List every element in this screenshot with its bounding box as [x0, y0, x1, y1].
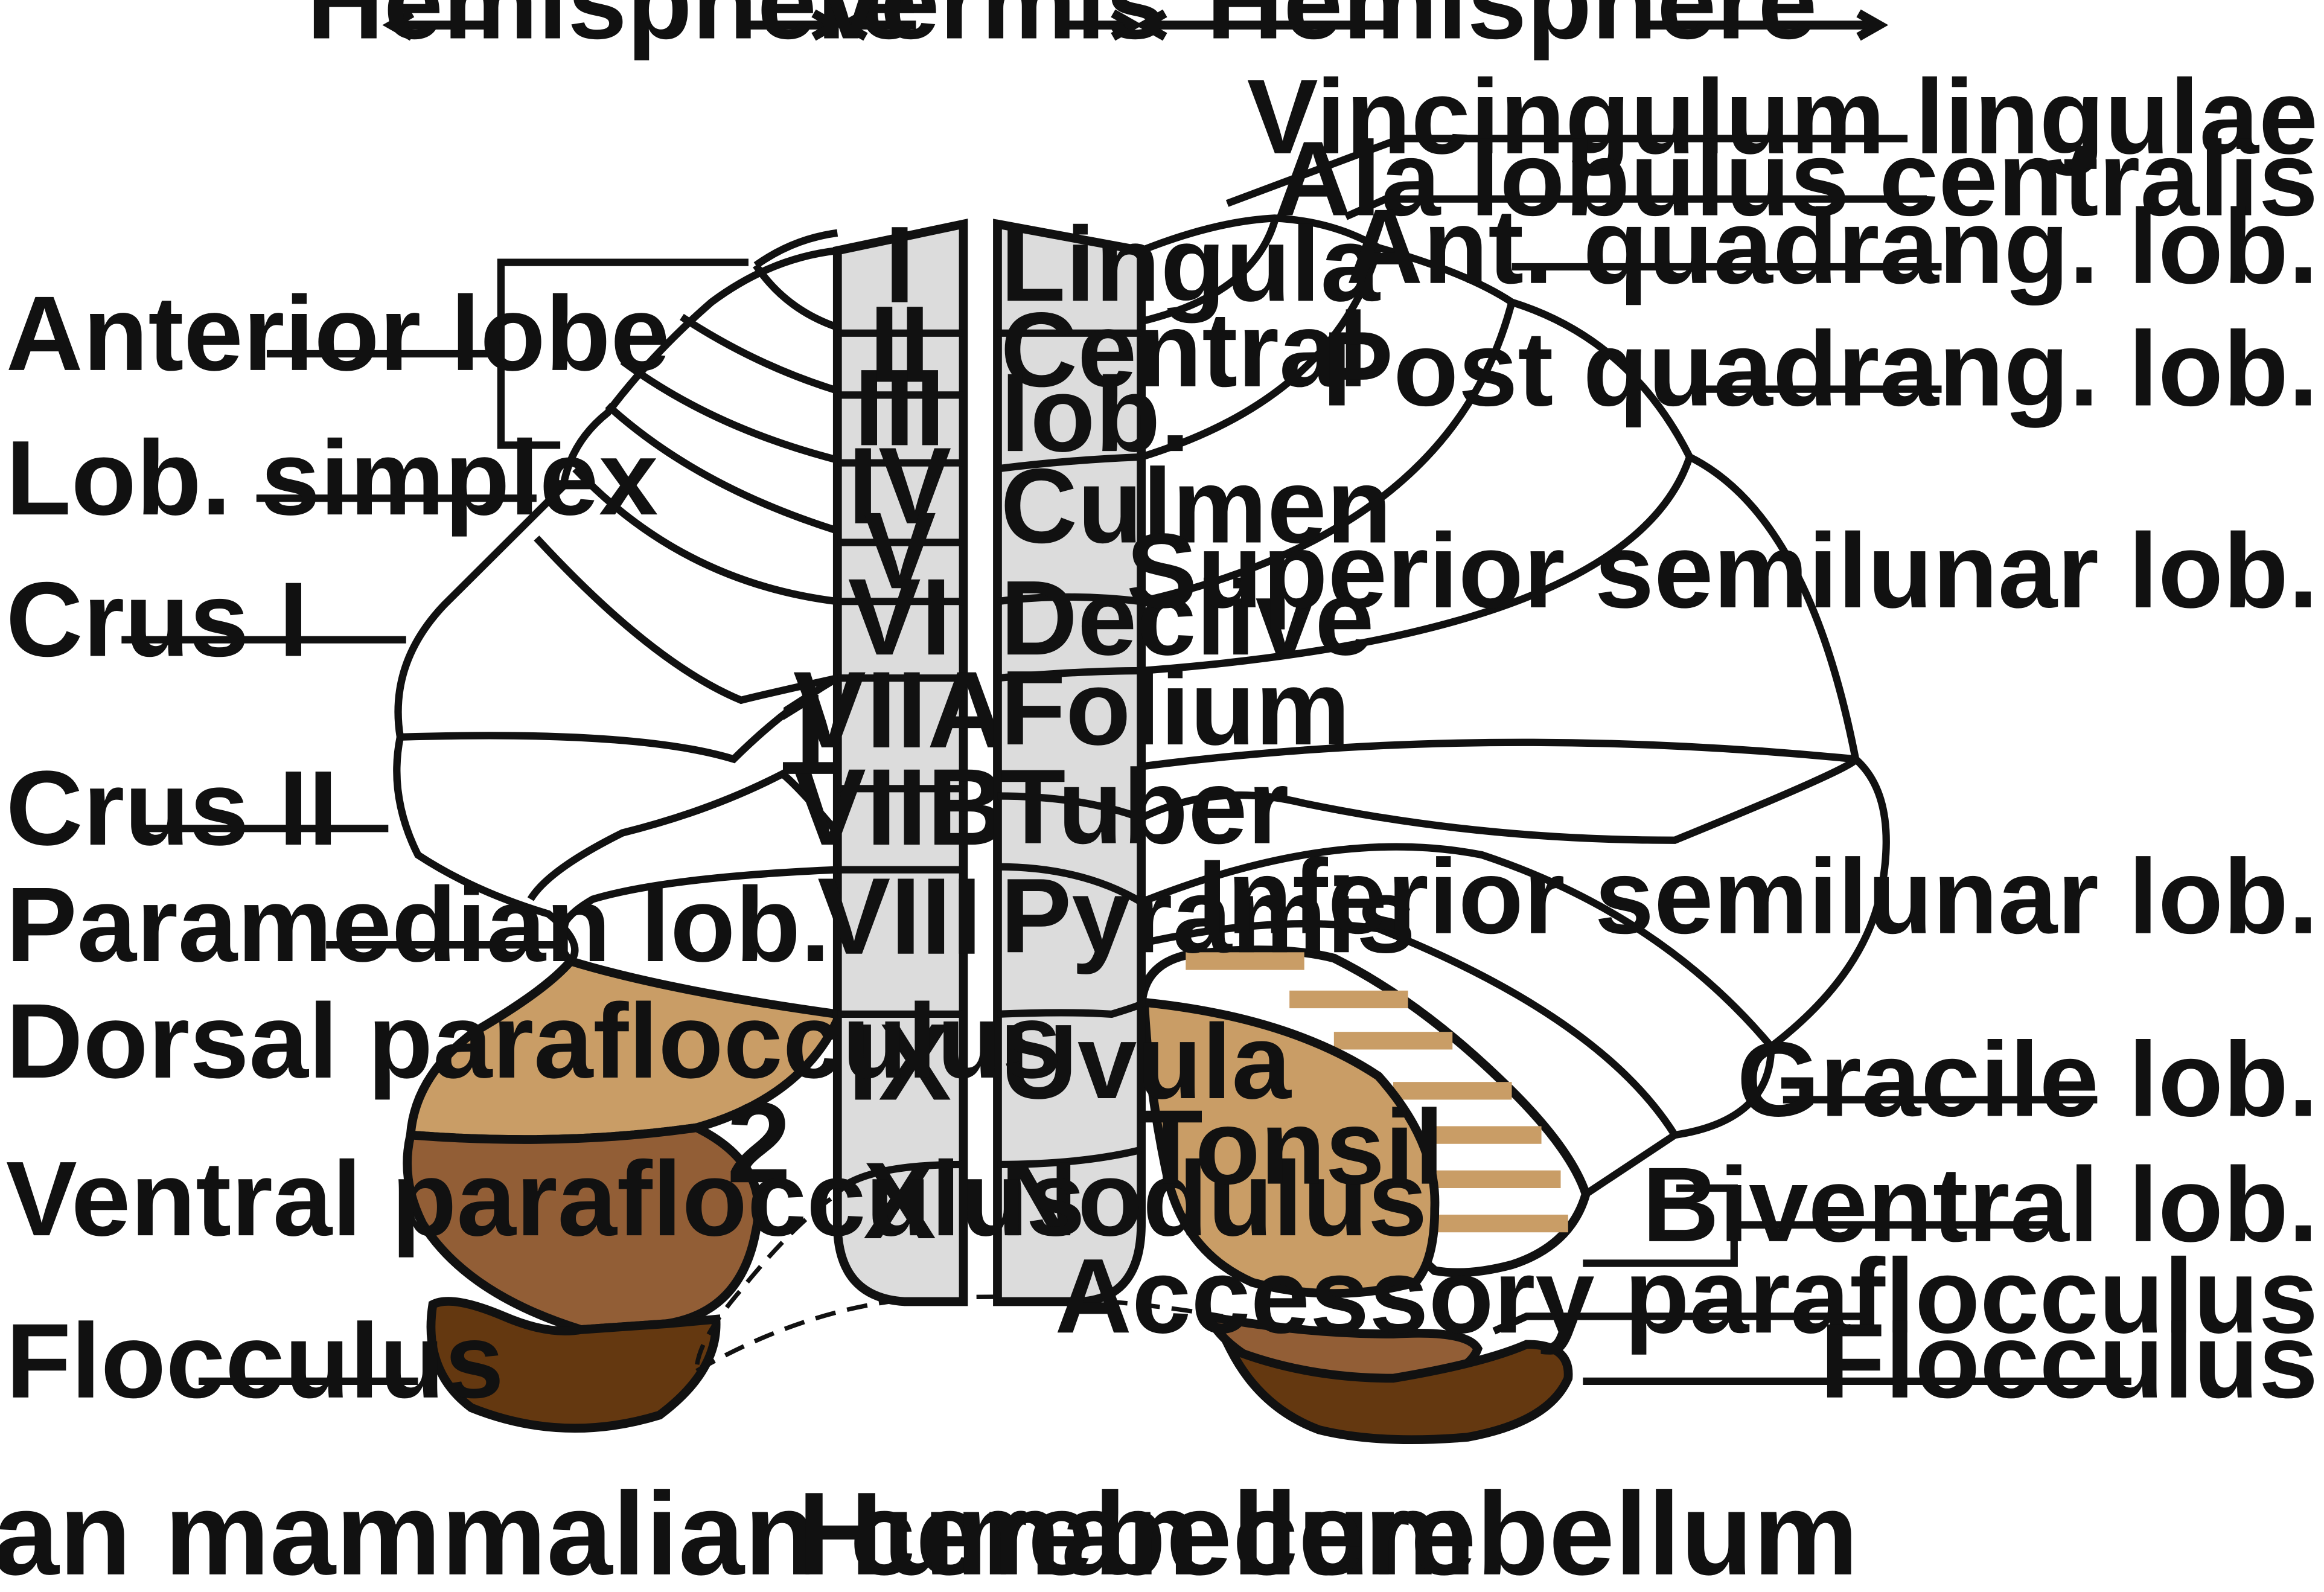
vermis-declive: Declive: [1000, 559, 1374, 677]
label-ventral-paraflocculus: Ventral paraflocculus: [6, 1140, 1085, 1258]
right-hemisphere: [1137, 214, 1890, 1445]
header-arrows: [382, 9, 1889, 41]
vermis-roman-iii: III: [854, 347, 945, 468]
ventral-paraflocculus-region: [403, 1123, 763, 1334]
vermis-uvula: Uvula: [1000, 1002, 1292, 1120]
label-superior-semilunar: Superior semilunar lob.: [1126, 511, 2318, 630]
label-paramedian: Paramedian lob.: [6, 865, 831, 983]
label-flocculus-right: Flocculus: [1820, 1302, 2318, 1420]
anterior-lobe-bracket: [266, 258, 749, 449]
tonsil-label: Tonsil: [1138, 1088, 1444, 1206]
label-crus-i: Crus I: [6, 560, 308, 679]
left-vermis-strip: [832, 219, 968, 1306]
label-accessory-paraflocculus: Accessory paraflocculus: [1055, 1237, 2318, 1355]
vermis-roman-x: X: [863, 1140, 936, 1261]
vermis-roman-ii: II: [869, 284, 930, 405]
marker-1: 1: [776, 670, 840, 798]
tonsil-region: [1139, 997, 1440, 1298]
caption-human: Human cerebellum: [797, 1468, 1858, 1592]
label-ant-quadrang: Ant. quadrang. lob.: [1346, 187, 2318, 305]
vermis-central-1: Central: [1000, 290, 1368, 409]
left-hemisphere: [393, 229, 1224, 1433]
label-biventral: Biventral lob.: [1642, 1145, 2318, 1264]
vermis-tuber: Tuber: [1000, 747, 1289, 866]
right-vermis-strip: [993, 219, 1146, 1306]
caption-non-human: Non-human mammalian cerebellum: [0, 1468, 1476, 1592]
vermis-roman-i: I: [884, 204, 915, 325]
vermis-folium: Folium: [1000, 648, 1350, 767]
label-ala-lobulus: Ala lobulus centralis: [1274, 120, 2318, 238]
header-hemisphere-right: Hemisphere: [1206, 0, 1817, 61]
vermis-roman-v: V: [863, 490, 936, 612]
left-vermis: [832, 219, 968, 1306]
left-leader-lines: [121, 494, 561, 1385]
label-post-quadrang: Post quadrang. lob.: [1322, 310, 2318, 428]
label-gracile: Gracile lob.: [1737, 1020, 2318, 1139]
vermis-roman-iv: IV: [848, 425, 952, 546]
right-leader-lines: [1225, 135, 2131, 1385]
vermis-roman-viia: VIIA: [793, 649, 1006, 770]
right-vermis: [993, 219, 1147, 1306]
vermis-nodulus: Nodulus: [1000, 1140, 1427, 1258]
vermis-culmen: Culmen: [1000, 447, 1391, 565]
vermis-roman-vi: VI: [848, 557, 952, 678]
vermis-roman-viib: VIIB: [793, 747, 1006, 868]
label-inferior-semilunar: Inferior semilunar lob.: [1198, 837, 2318, 956]
vermis-central-2: lob.: [1000, 356, 1190, 474]
header-hemisphere-left: Hemisphere: [307, 0, 918, 61]
label-vincingulum: Vincingulum lingulae: [1247, 57, 2318, 176]
right-flocculus-region: [1221, 1340, 1573, 1445]
vermis-roman-viii: VIII: [817, 855, 982, 977]
label-flocculus-left: Flocculus: [6, 1302, 504, 1420]
header-vermis: Vermis: [815, 0, 1165, 61]
left-flocculus-region: [426, 1297, 721, 1433]
dorsal-paraflocculus-region: [406, 956, 842, 1144]
marker-2: 2: [727, 1079, 791, 1207]
vermis-roman-ix: IX: [848, 1002, 952, 1123]
label-lob-simplex: Lob. simplex: [6, 419, 659, 537]
label-anterior-lobe: Anterior lobe: [6, 274, 670, 392]
label-crus-ii: Crus II: [6, 749, 338, 868]
tonsil-stripes: [1186, 952, 1568, 1233]
label-dorsal-paraflocculus: Dorsal paraflocculus: [6, 982, 1062, 1100]
vermis-lingula: Lingula: [1000, 205, 1381, 324]
vermis-pyramis: Pyramis: [1000, 857, 1416, 975]
